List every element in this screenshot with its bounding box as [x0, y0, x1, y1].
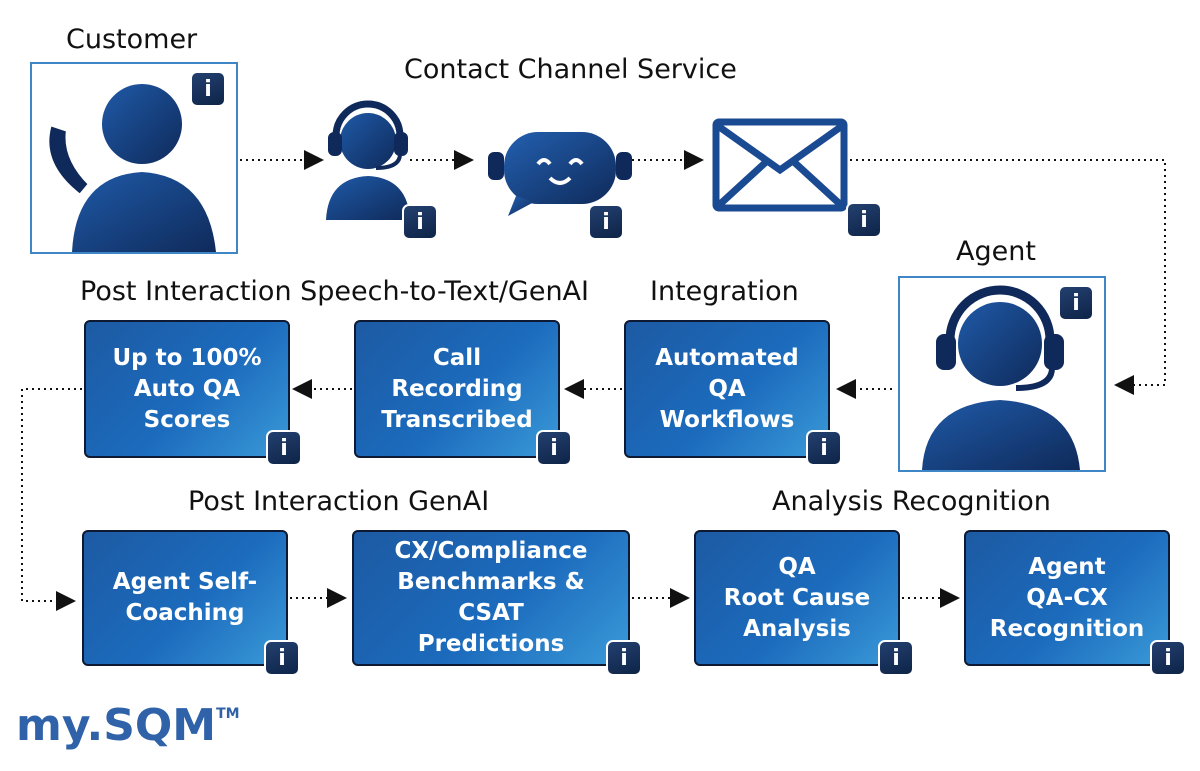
heading-customer: Customer — [66, 24, 198, 55]
info-icon-call-recording[interactable]: i — [536, 430, 572, 466]
agent-headset-icon — [922, 285, 1080, 470]
info-icon-recognition[interactable]: i — [1150, 640, 1186, 676]
heading-integration: Integration — [650, 276, 799, 307]
box-agent-self-coaching[interactable]: Agent Self-Coaching — [82, 530, 288, 666]
info-icon-automated-qa[interactable]: i — [806, 430, 842, 466]
info-icon-agent[interactable]: i — [1058, 285, 1094, 321]
info-icon-auto-qa[interactable]: i — [266, 430, 302, 466]
info-icon-cx-compliance[interactable]: i — [606, 640, 642, 676]
heading-post-interaction-genai: Post Interaction GenAI — [188, 486, 490, 517]
heading-contact-channel: Contact Channel Service — [404, 54, 737, 85]
envelope-icon — [712, 118, 848, 212]
info-icon-root-cause[interactable]: i — [878, 640, 914, 676]
heading-analysis-recognition: Analysis Recognition — [772, 486, 1051, 517]
info-icon-customer[interactable]: i — [190, 71, 226, 107]
agent-frame — [898, 276, 1106, 472]
info-icon-email[interactable]: i — [846, 202, 882, 238]
heading-agent: Agent — [956, 236, 1036, 267]
arrow-autoqa-to-coaching — [21, 388, 82, 611]
headset-agent-icon — [326, 100, 410, 220]
chatbot-icon — [488, 132, 632, 216]
info-icon-coaching[interactable]: i — [264, 640, 300, 676]
arrow-email-to-agent — [850, 159, 1166, 395]
heading-post-interaction-stt: Post Interaction Speech-to-Text/GenAI — [80, 276, 589, 307]
mysqm-logo: my.SQMTM — [16, 700, 240, 751]
customer-phone-icon — [45, 84, 216, 252]
info-icon-chatbot[interactable]: i — [588, 204, 624, 240]
info-icon-headset-agent[interactable]: i — [402, 204, 438, 240]
